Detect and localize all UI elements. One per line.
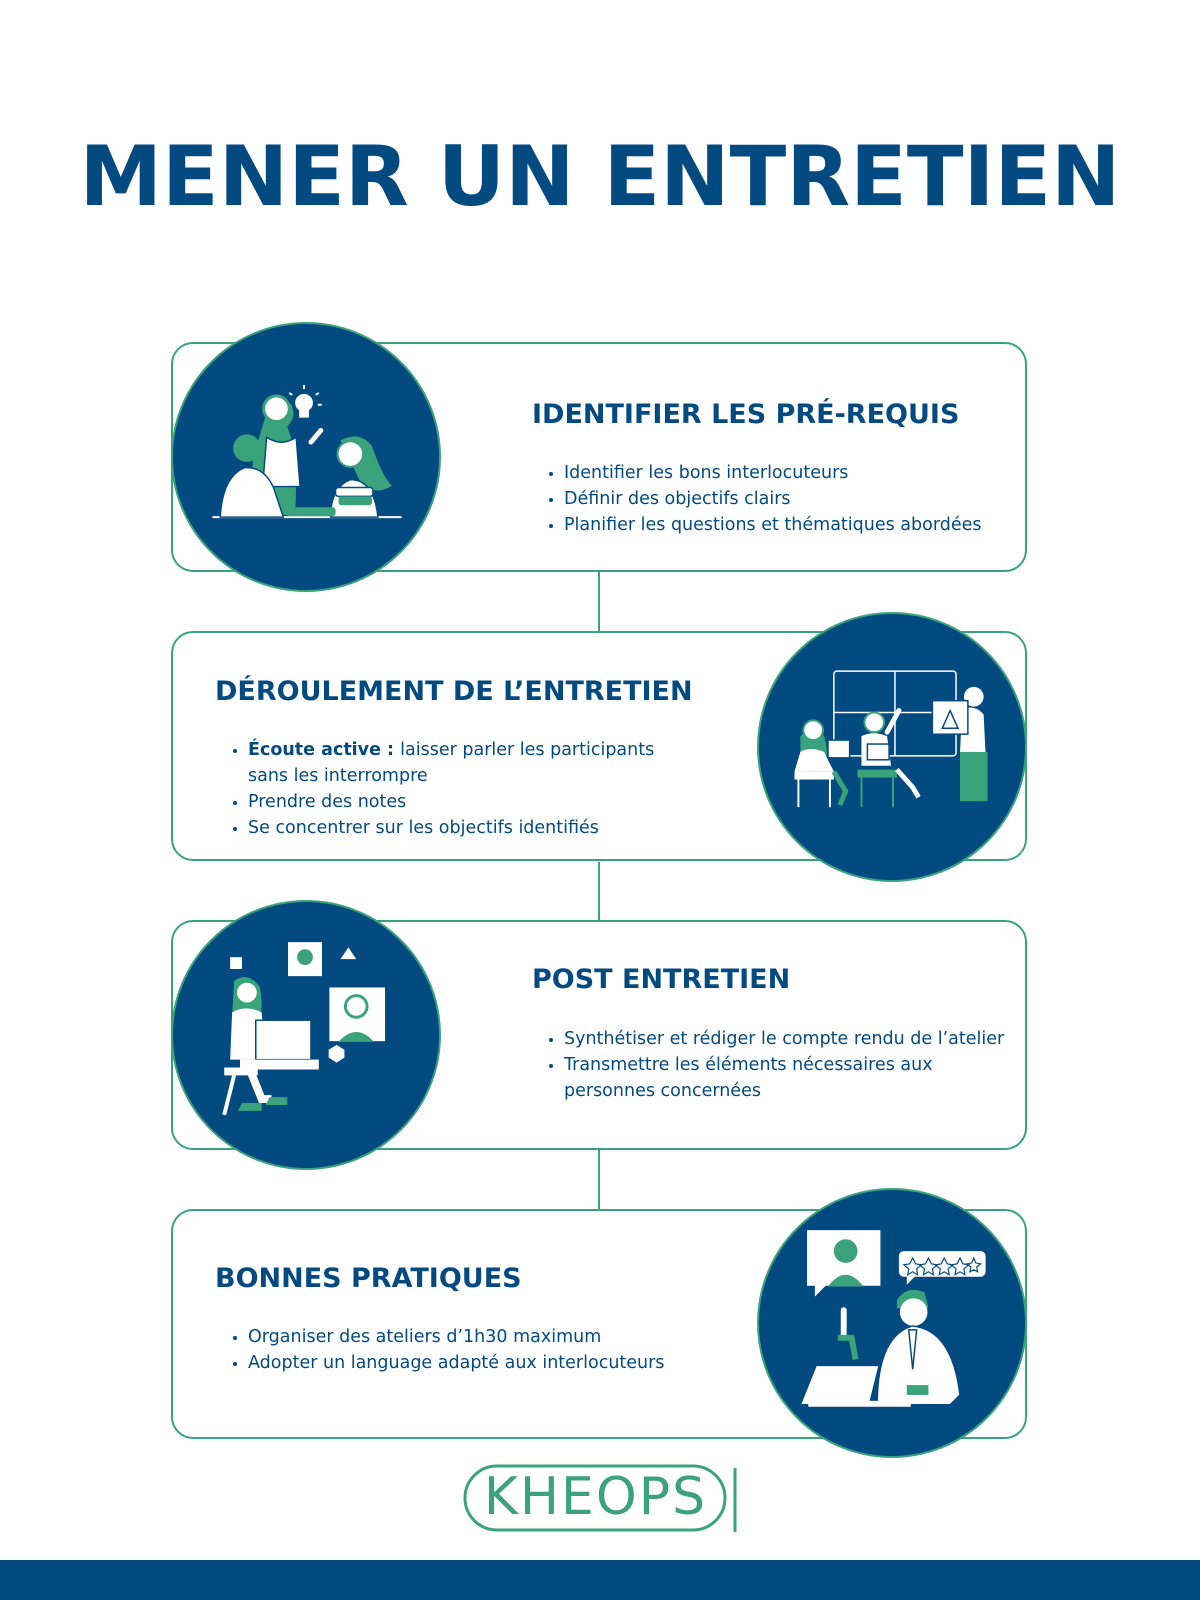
team-brainstorm-icon: [171, 322, 441, 592]
presentation-meeting-icon: [757, 612, 1027, 882]
pratiques-list: Organiser des ateliers d’1h30 maximum Ad…: [226, 1324, 748, 1376]
connector-line: [598, 572, 600, 632]
list-item-text: laisser parler les participants: [400, 740, 655, 760]
post-list: Synthétiser et rédiger le compte rendu d…: [542, 1026, 1034, 1104]
list-item: Prendre des notes: [248, 789, 718, 815]
page-title: MENER UN ENTRETIEN: [79, 128, 1121, 225]
list-item: Définir des objectifs clairs: [564, 486, 1034, 512]
logo-frame: [463, 1464, 737, 1532]
list-item-text-continuation: sans les interrompre: [248, 766, 428, 786]
kheops-logo: KHEOPS: [463, 1462, 738, 1542]
list-item: Se concentrer sur les objectifs identifi…: [248, 815, 718, 841]
list-item: Adopter un language adapté aux interlocu…: [248, 1350, 748, 1376]
deroulement-list: Écoute active : laisser parler les parti…: [226, 737, 718, 841]
list-item: Transmettre les éléments nécessaires aux…: [564, 1052, 1034, 1104]
prerequis-list: Identifier les bons interlocuteurs Défin…: [542, 460, 1034, 538]
list-item: Organiser des ateliers d’1h30 maximum: [248, 1324, 748, 1350]
connector-line: [598, 862, 600, 922]
list-item-text: Transmettre les éléments nécessaires aux: [564, 1055, 933, 1075]
connector-line: [598, 1150, 600, 1210]
section-title-post: POST ENTRETIEN: [532, 964, 791, 995]
list-item: Synthétiser et rédiger le compte rendu d…: [564, 1026, 1034, 1052]
section-title-prerequis: IDENTIFIER LES PRÉ-REQUIS: [532, 399, 960, 430]
section-title-pratiques: BONNES PRATIQUES: [215, 1263, 522, 1294]
footer-bar: [0, 1560, 1200, 1600]
section-title-deroulement: DÉROULEMENT DE L’ENTRETIEN: [215, 676, 693, 707]
list-item: Planifier les questions et thématiques a…: [564, 512, 1034, 538]
list-item-text-continuation: personnes concernées: [564, 1081, 761, 1101]
list-item: Identifier les bons interlocuteurs: [564, 460, 1034, 486]
list-item-bold-label: Écoute active :: [248, 740, 401, 760]
feedback-rating-icon: [757, 1188, 1027, 1458]
list-item: Écoute active : laisser parler les parti…: [248, 737, 718, 789]
video-call-icon: [171, 900, 441, 1170]
logo-text: KHEOPS: [483, 1467, 708, 1527]
